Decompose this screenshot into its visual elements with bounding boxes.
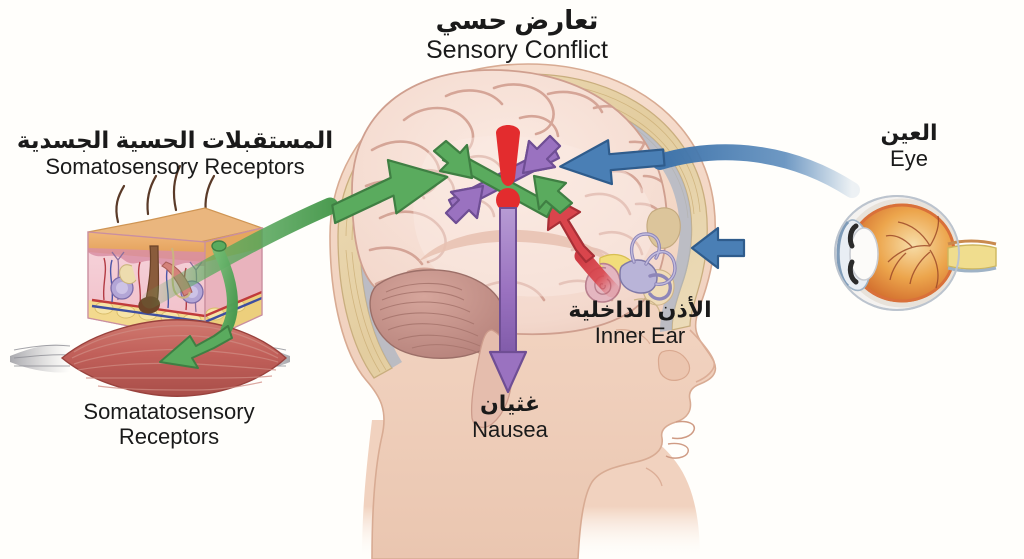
eye-cross-section [834, 195, 997, 311]
cerebellum [369, 269, 506, 359]
label-eye-en: Eye [890, 145, 928, 171]
arrow-conflict-diagonal-green [432, 139, 574, 219]
label-sensory-conflict-ar: تعارض حسي [435, 5, 599, 35]
label-somatosensory-receptors-en: Somatosensory Receptors [45, 153, 305, 179]
label-somatosensory-receptors: المستقبلات الحسية الجسدية Somatosensory … [10, 127, 340, 179]
arrow-brain-to-nausea [488, 207, 528, 394]
label-somatosensory-receptors-lower-line2: Receptors [118, 423, 220, 449]
arrow-eye-to-brain-upper [559, 139, 860, 198]
arrow-somatosensory-to-brain [141, 158, 449, 309]
label-inner-ear-ar: الأذن الداخلية [568, 297, 712, 322]
exclamation-mark-icon [496, 125, 520, 212]
label-somatosensory-receptors-lower-line1: Somatatosensory [83, 399, 255, 424]
conflict-arrow-cluster [432, 125, 574, 225]
label-sensory-conflict-en: Sensory Conflict [425, 36, 609, 65]
label-eye: العين Eye [845, 120, 973, 171]
label-eye-ar: العين [880, 120, 938, 145]
label-somatosensory-receptors-ar: المستقبلات الحسية الجسدية [16, 127, 334, 153]
label-somatosensory-receptors-lower: Somatatosensory Receptors [55, 399, 283, 449]
label-nausea-ar: غثيان [479, 391, 541, 416]
arrow-skin-to-muscle [159, 240, 238, 369]
arrow-eye-to-head-lower [690, 226, 832, 270]
label-sensory-conflict: تعارض حسي Sensory Conflict [352, 5, 682, 65]
label-inner-ear-en: Inner Ear [594, 322, 686, 348]
label-nausea: غثيان Nausea [442, 391, 578, 442]
label-inner-ear: الأذن الداخلية Inner Ear [525, 297, 755, 348]
label-nausea-en: Nausea [472, 416, 548, 442]
